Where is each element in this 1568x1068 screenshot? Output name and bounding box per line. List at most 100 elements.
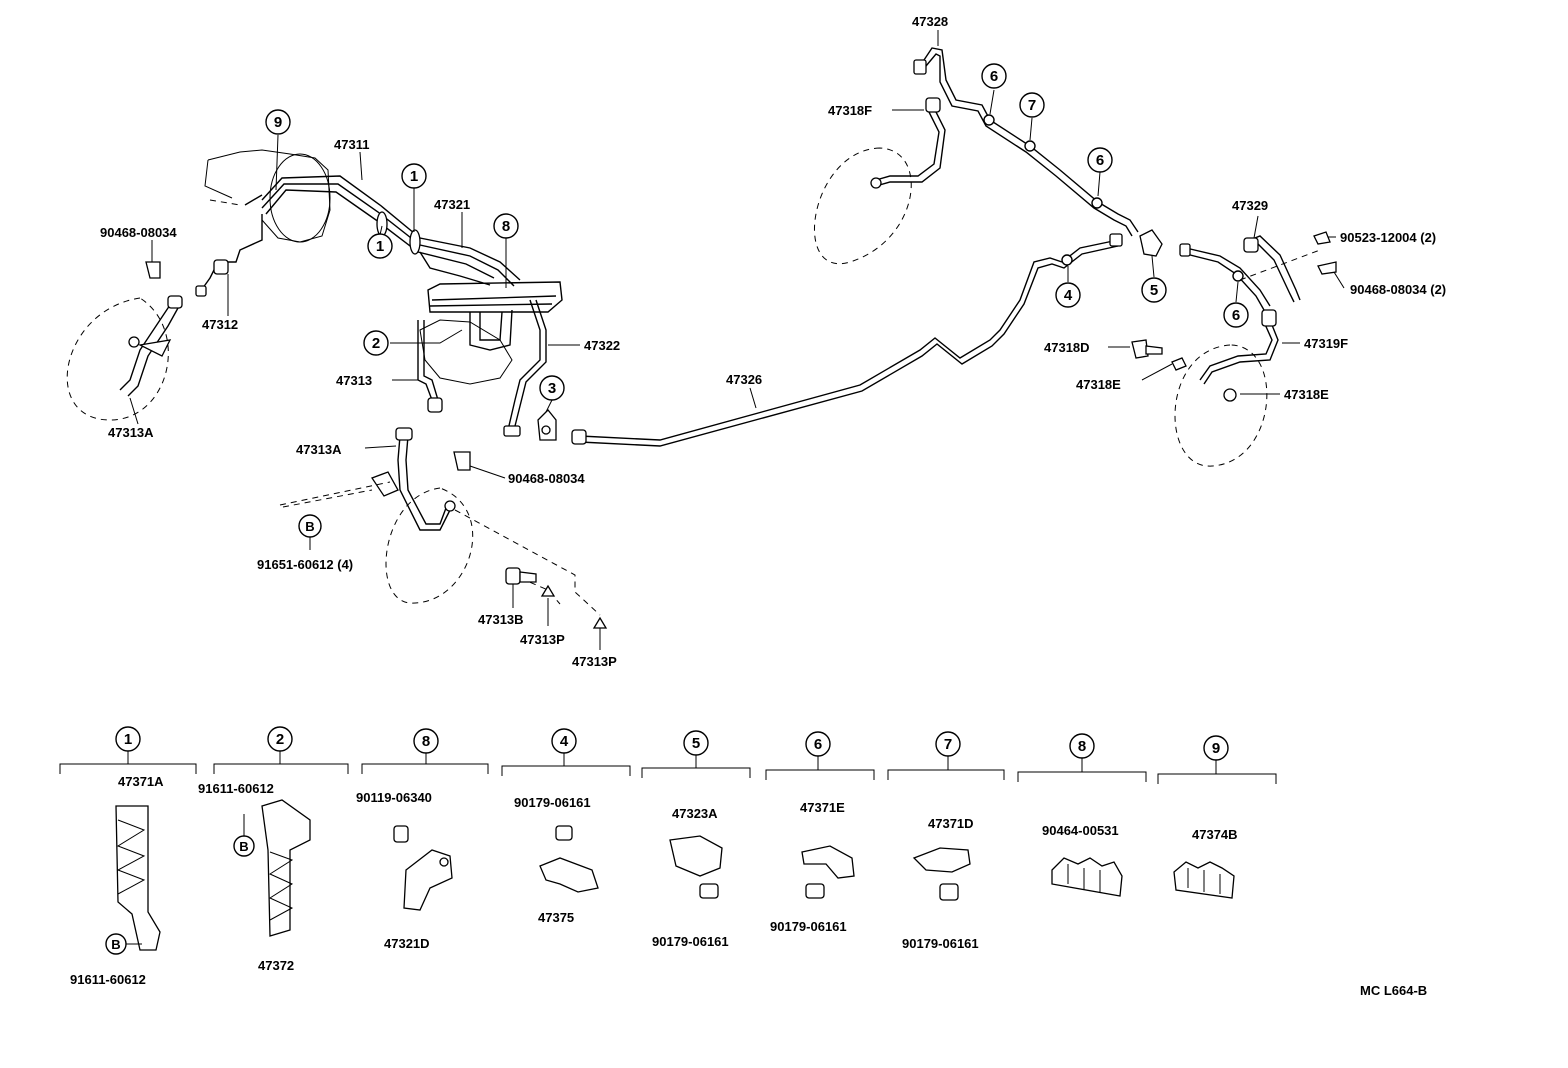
callout-1-a: 1 [401, 163, 427, 189]
svg-text:6: 6 [1096, 152, 1104, 169]
svg-text:47375: 47375 [538, 910, 574, 925]
front-right-brake-assembly [279, 427, 601, 616]
label-47329: 47329 [1232, 198, 1268, 213]
callout-circles: 9 1 1 8 2 3 B 6 7 6 4 5 6 [265, 63, 1249, 538]
svg-text:90179-06161: 90179-06161 [902, 936, 979, 951]
label-47326: 47326 [726, 372, 762, 387]
label-47322: 47322 [584, 338, 620, 353]
svg-text:6: 6 [990, 68, 998, 85]
drawing-code: MC L664-B [1360, 983, 1427, 998]
svg-text:4: 4 [1064, 287, 1073, 304]
svg-text:90464-00531: 90464-00531 [1042, 823, 1119, 838]
svg-text:90179-06161: 90179-06161 [514, 795, 591, 810]
svg-text:90179-06161: 90179-06161 [770, 919, 847, 934]
svg-text:5: 5 [692, 735, 700, 752]
callout-2-top: 2 [363, 330, 389, 356]
label-47313: 47313 [336, 373, 372, 388]
svg-text:B: B [305, 519, 314, 534]
master-cylinder-outline [204, 149, 331, 243]
proportioning-valve [537, 409, 557, 441]
label-90468-08034-b: 90468-08034 [508, 471, 585, 486]
svg-text:7: 7 [944, 736, 952, 753]
label-47313P-b: 47313P [572, 654, 617, 669]
svg-text:91611-60612: 91611-60612 [70, 972, 146, 987]
svg-text:3: 3 [548, 380, 556, 397]
detail-group-4: 4 90179-06161 47375 [501, 728, 631, 925]
detail-group-3: 8 90119-06340 47321D [356, 728, 489, 951]
svg-text:1: 1 [376, 238, 384, 255]
detail-group-7: 7 47371D 90179-06161 [887, 731, 1005, 951]
detail-group-1: 1 47371A B 91611-60612 [59, 726, 197, 987]
callout-1-b: 1 [367, 233, 393, 259]
part-labels: 47328 47318F 47311 47321 90468-08034 473… [100, 14, 1446, 998]
callout-4-top: 4 [1055, 282, 1081, 308]
brake-line-47328 [913, 47, 1163, 266]
detail-groups: 1 47371A B 91611-60612 2 91611-60612 B 4… [59, 726, 1277, 987]
front-left-brake-assembly [66, 295, 183, 421]
detail-group-6: 6 47371E 90179-06161 [765, 731, 875, 934]
callout-B-mid: B [298, 514, 322, 538]
label-47321: 47321 [434, 197, 470, 212]
svg-text:91611-60612: 91611-60612 [198, 781, 274, 796]
label-47313B: 47313B [478, 612, 524, 627]
label-47319F: 47319F [1304, 336, 1348, 351]
callout-8-top: 8 [493, 213, 519, 239]
svg-text:47374B: 47374B [1192, 827, 1238, 842]
callout-6-c: 6 [1223, 302, 1249, 328]
brake-line-47311 [244, 175, 521, 287]
svg-text:9: 9 [274, 114, 282, 131]
brake-line-47326 [571, 233, 1123, 447]
callout-6-b: 6 [1087, 147, 1113, 173]
svg-text:90119-06340: 90119-06340 [356, 790, 432, 805]
label-47311: 47311 [334, 137, 369, 152]
rear-left-brake-assembly [813, 97, 946, 265]
label-47313A-left: 47313A [108, 425, 154, 440]
svg-text:B: B [111, 937, 120, 952]
detail-group-5: 5 47323A 90179-06161 [641, 730, 751, 949]
bolts-and-nuts [145, 261, 608, 629]
label-47318E-a: 47318E [1076, 377, 1121, 392]
svg-text:90179-06161: 90179-06161 [652, 934, 729, 949]
svg-text:6: 6 [814, 736, 822, 753]
svg-text:9: 9 [1212, 740, 1220, 757]
svg-text:6: 6 [1232, 307, 1240, 324]
detail-group-8: 8 90464-00531 [1017, 733, 1147, 897]
svg-text:7: 7 [1028, 97, 1036, 114]
svg-text:4: 4 [560, 733, 569, 750]
detail-group-2: 2 91611-60612 B 47372 [198, 726, 349, 973]
callout-3-top: 3 [539, 375, 565, 401]
label-47313P-a: 47313P [520, 632, 565, 647]
callout-9-top: 9 [265, 109, 291, 135]
label-47318F: 47318F [828, 103, 872, 118]
svg-text:1: 1 [124, 731, 132, 748]
svg-text:47371A: 47371A [118, 774, 164, 789]
svg-text:1: 1 [410, 168, 418, 185]
callout-7-top: 7 [1019, 92, 1045, 118]
svg-text:5: 5 [1150, 282, 1158, 299]
label-47318D: 47318D [1044, 340, 1090, 355]
label-90468-08034-a: 90468-08034 [100, 225, 177, 240]
callout-6-a: 6 [981, 63, 1007, 89]
label-47312: 47312 [202, 317, 238, 332]
label-90468-08034-c: 90468-08034 (2) [1350, 282, 1446, 297]
svg-text:47372: 47372 [258, 958, 294, 973]
brake-line-47329 [1179, 231, 1337, 311]
rear-right-brake-assembly [1131, 309, 1279, 467]
detail-group-9: 9 47374B [1157, 735, 1277, 899]
svg-text:8: 8 [1078, 738, 1086, 755]
brake-line-47312 [195, 214, 263, 297]
svg-text:47321D: 47321D [384, 936, 430, 951]
svg-text:B: B [239, 839, 248, 854]
svg-text:47371D: 47371D [928, 816, 974, 831]
label-90523-12004: 90523-12004 (2) [1340, 230, 1436, 245]
svg-text:8: 8 [502, 218, 510, 235]
svg-text:2: 2 [372, 335, 380, 352]
label-47318E-b: 47318E [1284, 387, 1329, 402]
svg-text:2: 2 [276, 731, 284, 748]
label-47328: 47328 [912, 14, 948, 29]
svg-text:47371E: 47371E [800, 800, 845, 815]
label-91651-60612: 91651-60612 (4) [257, 557, 353, 572]
svg-text:8: 8 [422, 733, 430, 750]
abs-actuator-block [417, 281, 563, 437]
